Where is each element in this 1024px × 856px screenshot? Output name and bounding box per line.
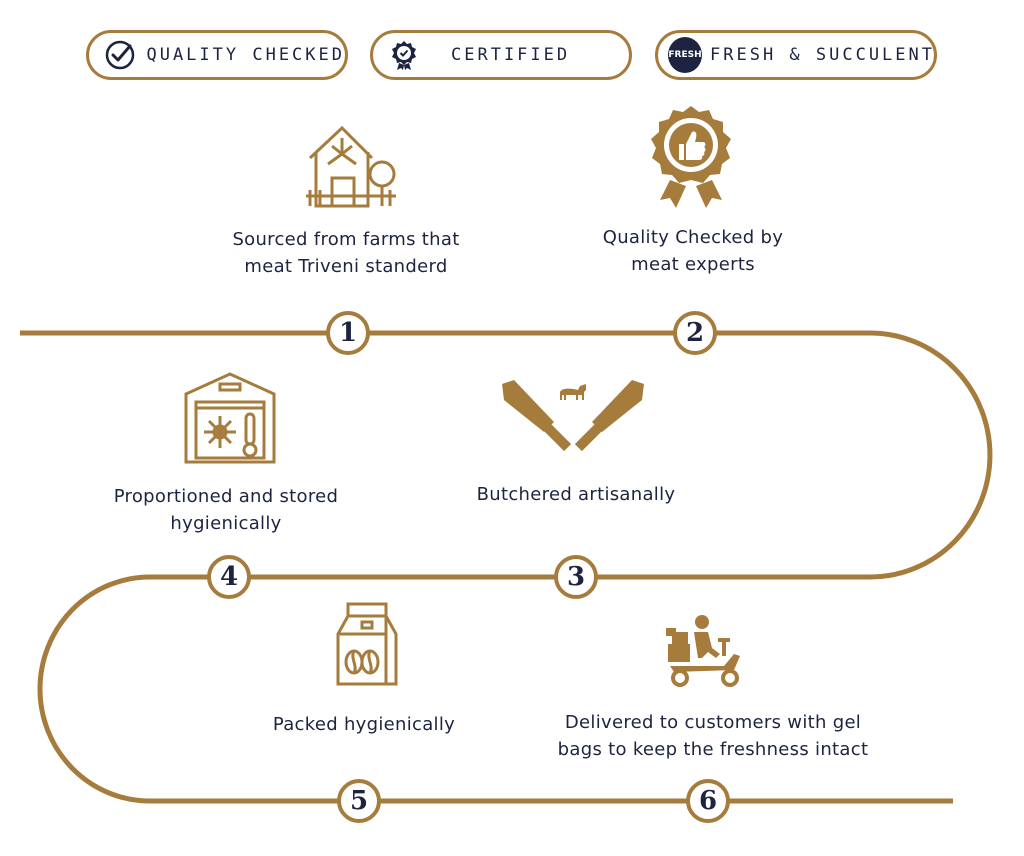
step-caption-2: Quality Checked by meat experts: [602, 227, 784, 275]
step-number-4: 4: [207, 555, 251, 599]
badge-certified: CERTIFIED: [370, 30, 632, 80]
step-number-3: 3: [554, 555, 598, 599]
step-number-5: 5: [337, 779, 381, 823]
badge-quality-checked: QUALITY CHECKED: [86, 30, 348, 80]
certified-seal-icon: [387, 38, 421, 72]
farm-house-icon: [306, 125, 396, 208]
step-caption-5: Packed hygienically: [272, 714, 456, 735]
badge-label: CERTIFIED: [451, 45, 571, 65]
step-caption-4: Proportioned and stored hygienically: [113, 486, 339, 534]
step-caption-1: Sourced from farms that meat Triveni sta…: [232, 229, 460, 277]
badge-fresh-succulent: FRESH FRESH & SUCCULENT: [655, 30, 937, 80]
cold-storage-icon: [184, 372, 276, 464]
step-number-1: 1: [326, 311, 370, 355]
thumbs-up-award-icon: [651, 106, 731, 208]
step-caption-3: Butchered artisanally: [476, 484, 676, 505]
check-circle-icon: [103, 38, 136, 72]
delivery-scooter-icon: [666, 615, 740, 687]
step-caption-6: Delivered to customers with gel bags to …: [557, 712, 869, 760]
coffee-bag-icon: [336, 602, 398, 686]
badge-label: QUALITY CHECKED: [146, 45, 345, 65]
step-number-6: 6: [686, 779, 730, 823]
badge-label: FRESH & SUCCULENT: [710, 45, 935, 65]
fresh-stamp-icon: FRESH: [668, 37, 702, 73]
step-number-2: 2: [673, 311, 717, 355]
crossed-cleavers-goat-icon: [502, 380, 644, 452]
